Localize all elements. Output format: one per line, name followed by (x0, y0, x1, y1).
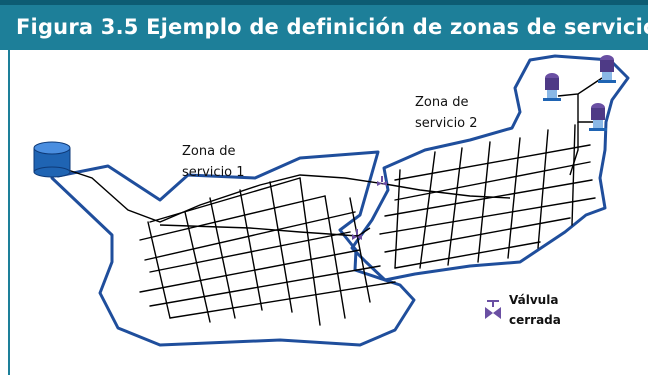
zone-2-label-line1: Zona de (415, 95, 469, 110)
frame-left-rule (8, 50, 10, 375)
zone-1-boundary (50, 148, 416, 347)
zone-1-pipe-grid (139, 177, 396, 326)
zone-2-boundary (350, 54, 630, 282)
zone-1-label-line2: servicio 1 (182, 165, 245, 180)
storage-tank-icon (33, 141, 71, 178)
zone-1-label-line1: Zona de (182, 144, 236, 159)
closed-valve-icon (352, 229, 362, 240)
title-bar: Figura 3.5 Ejemplo de definición de zona… (0, 0, 648, 50)
zone-2-pipe-grid (379, 124, 596, 269)
zone-2-label: Zona de servicio 2 (415, 92, 478, 134)
legend-valve-label-line2: cerrada (509, 313, 561, 327)
zone-link-pipe (159, 224, 371, 237)
legend-valve-label: Válvula cerrada (509, 290, 561, 330)
pump-station-icon (598, 55, 616, 83)
supply-main-pipe (67, 169, 511, 223)
legend-valve-icon (485, 300, 501, 319)
figure-title: Figura 3.5 Ejemplo de definición de zona… (16, 15, 648, 39)
pump-feeder-pipes (557, 77, 603, 176)
closed-valve-icon (377, 176, 387, 186)
pump-station-icon (589, 103, 607, 131)
zone-2-label-line2: servicio 2 (415, 116, 478, 131)
zone-1-label: Zona de servicio 1 (182, 141, 245, 183)
legend-valve-label-line1: Válvula (509, 293, 559, 307)
pump-station-icon (543, 73, 561, 101)
